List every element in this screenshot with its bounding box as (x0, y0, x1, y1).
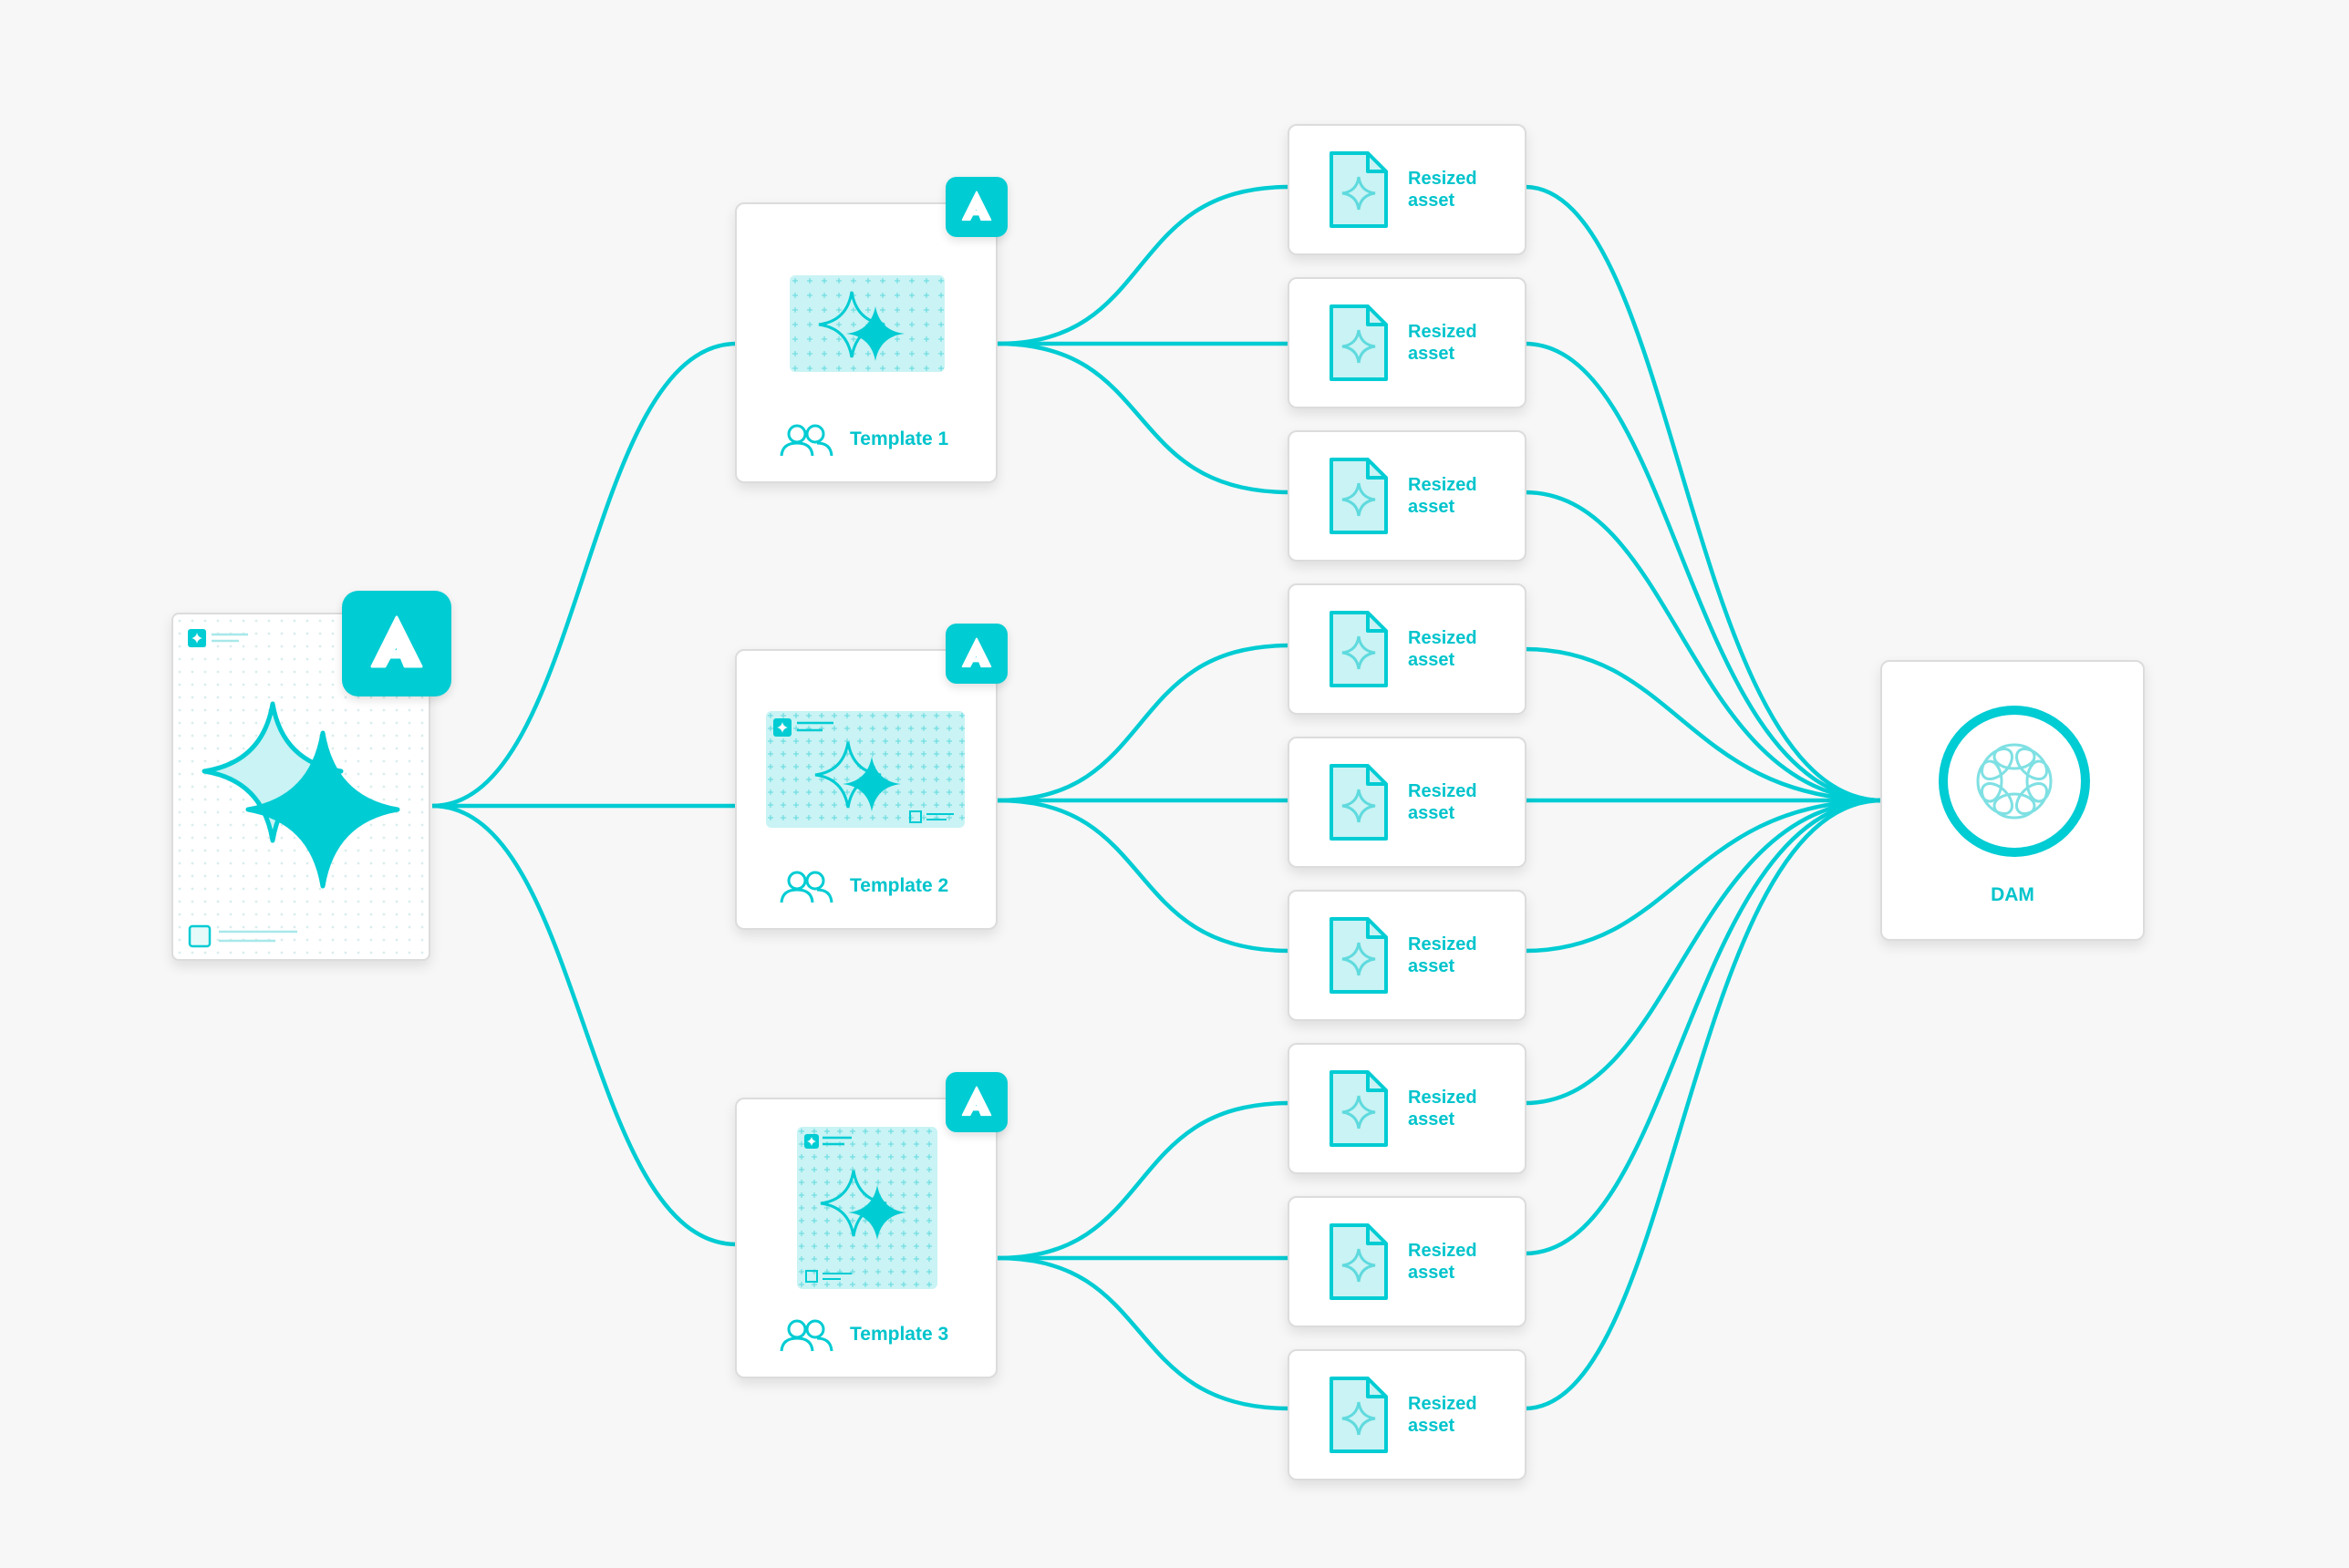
resized-asset-label-line2: asset (1408, 803, 1455, 823)
connector-asset-1-dam (1524, 184, 1883, 803)
resized-asset-label-line1: Resized (1408, 1088, 1477, 1108)
connector-source-template-1 (431, 341, 738, 809)
connector-asset-8-dam (1524, 798, 1883, 1256)
template-3-thumbnail (797, 1127, 937, 1289)
document-sparkle-icon (1330, 1070, 1388, 1147)
template-card-2[interactable]: Template 2 (735, 649, 998, 930)
adobe-express-badge (342, 591, 451, 696)
resized-asset-label-line1: Resized (1408, 1241, 1477, 1261)
resized-asset-label-line2: asset (1408, 650, 1455, 670)
connector-asset-7-dam (1524, 798, 1883, 1106)
users-icon (780, 871, 833, 903)
document-sparkle-icon (1330, 304, 1388, 381)
document-sparkle-icon (1330, 917, 1388, 994)
resized-asset-label-line2: asset (1408, 956, 1455, 976)
connector-template-1-asset-3 (997, 341, 1290, 495)
template-2-thumbnail (766, 711, 965, 828)
resized-asset-label-line1: Resized (1408, 322, 1477, 342)
document-sparkle-icon (1330, 611, 1388, 687)
connector-asset-6-dam (1524, 798, 1883, 954)
template-3-label: Template 3 (850, 1324, 949, 1345)
template-3-badge (946, 1072, 1008, 1132)
connector-asset-4-dam (1524, 646, 1883, 803)
resized-asset-label-line2: asset (1408, 497, 1455, 517)
dam-card[interactable]: DAM (1880, 660, 2145, 941)
resized-asset-label-line2: asset (1408, 1109, 1455, 1130)
adobe-express-icon (370, 615, 423, 668)
resized-asset-label-line1: Resized (1408, 934, 1477, 954)
connector-template-1-asset-1 (997, 184, 1290, 346)
adobe-express-icon (961, 191, 992, 222)
connector-asset-3-dam (1524, 490, 1883, 803)
template-card-3[interactable]: Template 3 (735, 1098, 998, 1378)
connector-template-3-asset-7 (997, 1100, 1290, 1261)
document-sparkle-icon (1330, 458, 1388, 534)
resized-asset-label-line1: Resized (1408, 628, 1477, 648)
resized-asset-label-line1: Resized (1408, 475, 1477, 495)
connector-asset-2-dam (1524, 341, 1883, 803)
resized-asset-label-line2: asset (1408, 344, 1455, 364)
sparkle-icon (202, 701, 400, 889)
resized-asset-label-line1: Resized (1408, 169, 1477, 189)
template-1-label: Template 1 (850, 428, 949, 449)
dam-label: DAM (1991, 884, 2034, 905)
resized-asset-label-line1: Resized (1408, 781, 1477, 801)
template-2-label: Template 2 (850, 875, 949, 896)
connector-template-2-asset-6 (997, 798, 1290, 954)
document-sparkle-icon (1330, 764, 1388, 841)
document-sparkle-icon (1330, 151, 1388, 228)
resized-asset-label-line2: asset (1408, 1263, 1455, 1283)
connector-asset-9-dam (1524, 798, 1883, 1411)
template-2-badge (946, 624, 1008, 684)
connector-template-3-asset-9 (997, 1255, 1290, 1411)
resized-asset-label-line2: asset (1408, 1416, 1455, 1436)
adobe-express-icon (961, 637, 992, 668)
template-card-1[interactable]: Template 1 (735, 202, 998, 483)
template-1-badge (946, 177, 1008, 237)
experience-manager-icon (1939, 706, 2090, 857)
document-sparkle-icon (1330, 1223, 1388, 1300)
resized-asset-label-line1: Resized (1408, 1394, 1477, 1414)
connector-template-2-asset-4 (997, 643, 1290, 803)
users-icon (780, 424, 833, 457)
adobe-express-icon (961, 1086, 992, 1117)
connector-source-template-3 (431, 803, 738, 1247)
document-sparkle-icon (1330, 1377, 1388, 1453)
template-1-thumbnail (790, 275, 945, 372)
resized-asset-label-line2: asset (1408, 191, 1455, 211)
users-icon (780, 1319, 833, 1352)
